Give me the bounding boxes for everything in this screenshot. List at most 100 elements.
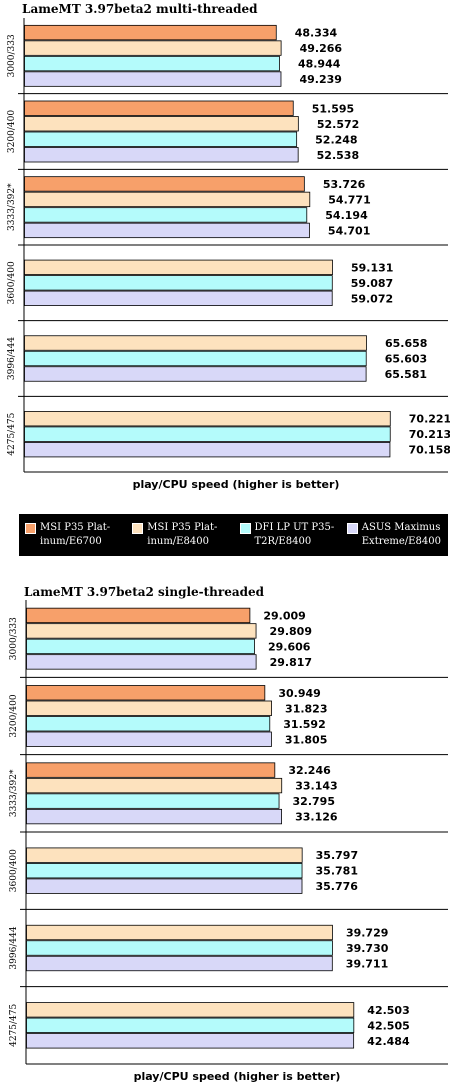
- x-axis-label: play/CPU speed (higher is better): [134, 1070, 341, 1083]
- bar: [26, 808, 282, 825]
- value-label: 31.805: [285, 733, 327, 746]
- bar: [24, 335, 367, 351]
- bar: [24, 350, 367, 367]
- bar: [26, 777, 283, 794]
- bar: [26, 1017, 355, 1033]
- category-label: 3200/400: [9, 694, 19, 737]
- value-label: 59.131: [351, 261, 393, 274]
- bar: [26, 847, 303, 863]
- category-label: 3000/333: [9, 617, 19, 660]
- value-label: 29.009: [263, 609, 305, 622]
- value-label: 29.817: [270, 656, 312, 669]
- value-label: 70.221: [409, 413, 450, 426]
- x-axis-label: play/CPU speed (higher is better): [133, 478, 340, 491]
- bar: [24, 290, 333, 306]
- category-label: 3333/392*: [9, 769, 19, 817]
- bar: [24, 191, 311, 208]
- value-label: 29.809: [270, 625, 312, 638]
- legend-label: MSI P35 Plat- inum/E8400: [147, 522, 218, 547]
- bar: [24, 207, 308, 223]
- value-label: 35.776: [316, 880, 359, 893]
- value-label: 32.246: [288, 764, 331, 777]
- value-label: 31.823: [285, 702, 327, 715]
- category-label: 3996/444: [9, 926, 19, 969]
- bar: [26, 1033, 355, 1049]
- category-label: 3200/400: [7, 110, 17, 153]
- value-label: 33.126: [295, 811, 338, 824]
- value-label: 59.087: [351, 277, 393, 290]
- value-label: 35.781: [316, 865, 358, 878]
- bar: [26, 623, 257, 639]
- bar: [26, 685, 266, 701]
- bar: [24, 275, 333, 291]
- bar: [26, 863, 303, 879]
- bar: [26, 638, 255, 655]
- bar: [24, 100, 294, 116]
- legend-item: ASUS Maximus Extreme/E8400: [341, 521, 448, 549]
- value-label: 52.538: [317, 149, 359, 162]
- legend-swatch: [346, 523, 358, 534]
- value-label: 53.726: [323, 178, 366, 191]
- bar: [24, 366, 367, 382]
- category-label: 3333/392*: [7, 183, 17, 231]
- value-label: 42.503: [367, 1004, 409, 1017]
- legend-label: DFI LP UT P35- T2R/E8400: [254, 522, 335, 547]
- chart-title: LameMT 3.97beta2 multi-threaded: [22, 2, 258, 16]
- bar: [24, 24, 277, 41]
- bar: [26, 878, 303, 894]
- value-label: 39.730: [346, 942, 389, 955]
- bar: [24, 147, 299, 163]
- bar: [26, 716, 271, 732]
- bar: [24, 411, 391, 427]
- bar: [24, 442, 391, 458]
- value-label: 33.143: [295, 780, 337, 793]
- bar: [26, 654, 257, 670]
- chart-single-threaded: LameMT 3.97beta2 single-threaded 3000/333…: [9, 585, 448, 1083]
- bar: [26, 940, 333, 956]
- bar: [26, 607, 251, 624]
- category-label: 3000/333: [7, 34, 17, 77]
- bar: [24, 116, 299, 132]
- value-label: 65.658: [385, 337, 427, 350]
- value-label: 54.194: [325, 209, 368, 222]
- value-label: 54.701: [328, 224, 370, 237]
- bar: [24, 55, 280, 72]
- bar: [24, 131, 298, 147]
- legend-item: MSI P35 Plat- inum/E6700: [19, 521, 126, 549]
- bar: [26, 955, 333, 972]
- value-label: 65.603: [385, 353, 427, 366]
- value-label: 52.572: [317, 118, 359, 131]
- value-label: 48.944: [298, 58, 341, 71]
- bar: [24, 40, 282, 56]
- value-label: 30.949: [278, 687, 320, 700]
- legend-swatch: [25, 523, 36, 534]
- bar: [24, 71, 282, 87]
- value-label: 31.592: [283, 718, 325, 731]
- legend-swatch: [132, 523, 144, 534]
- value-label: 32.795: [293, 795, 335, 808]
- category-label: 3996/444: [7, 337, 17, 380]
- legend-item: MSI P35 Plat- inum/E8400: [126, 521, 233, 549]
- value-label: 39.729: [346, 927, 388, 940]
- value-label: 54.771: [328, 193, 370, 206]
- value-label: 42.505: [367, 1019, 409, 1032]
- category-label: 3600/400: [9, 849, 19, 892]
- category-label: 4275/475: [7, 412, 17, 455]
- bar: [24, 222, 310, 239]
- bar: [26, 731, 272, 747]
- value-label: 35.797: [316, 849, 358, 862]
- value-label: 29.606: [268, 640, 311, 653]
- bar: [24, 426, 391, 442]
- legend-item: DFI LP UT P35- T2R/E8400: [234, 521, 341, 549]
- bar: [26, 924, 333, 941]
- legend-label: ASUS Maximus Extreme/E8400: [361, 522, 441, 547]
- value-label: 70.213: [409, 428, 450, 441]
- category-label: 3600/400: [7, 261, 17, 304]
- value-label: 59.072: [351, 292, 393, 305]
- bar: [24, 176, 305, 192]
- chart-title: LameMT 3.97beta2 single-threaded: [24, 585, 265, 599]
- value-label: 70.158: [408, 444, 450, 457]
- value-label: 65.581: [385, 368, 427, 381]
- bar: [26, 1002, 355, 1018]
- category-label: 4275/475: [9, 1004, 19, 1047]
